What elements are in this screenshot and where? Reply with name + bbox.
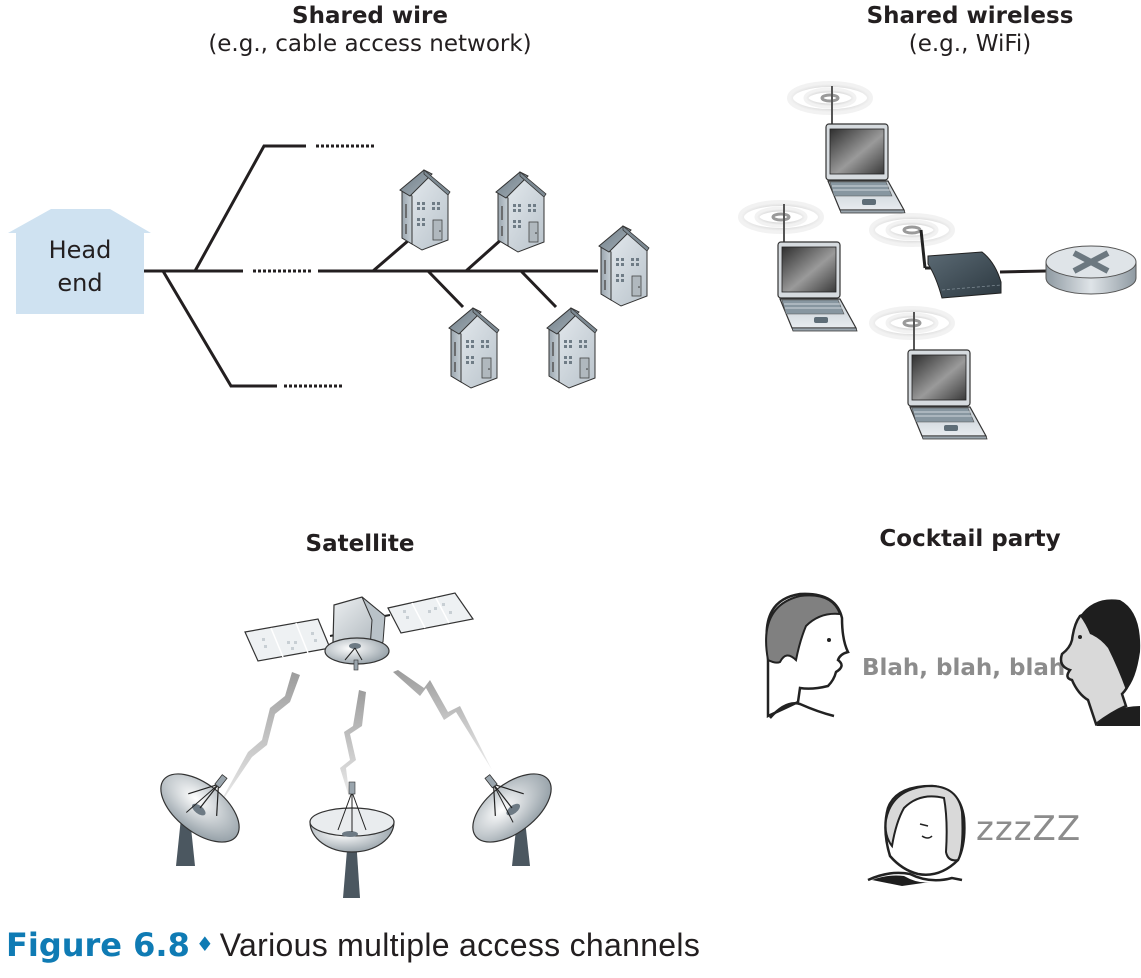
house-icon [495, 171, 547, 253]
shared-wire-diagram: Head end [8, 144, 650, 389]
ground-dish-icon [309, 781, 395, 898]
figure-description: Various multiple access channels [219, 927, 701, 963]
head-end-label-line2: end [57, 269, 102, 297]
signal-bolt-icon [216, 672, 300, 810]
ground-dish-icon [450, 747, 564, 866]
snore-text: zzzZZ [976, 809, 1081, 849]
router-icon [1045, 245, 1137, 295]
ground-dish-icon [148, 747, 262, 866]
wifi-signal-icon [790, 84, 870, 112]
shared-wireless-title: Shared wireless [866, 3, 1074, 29]
cocktail-party-diagram: Blah, blah, blah zzzZZ [765, 592, 1141, 886]
person-sleeping-icon [867, 784, 966, 886]
shared-wireless-subtitle: (e.g., WiFi) [908, 31, 1032, 57]
house-icon [598, 225, 650, 307]
diamond-separator-icon: ♦ [195, 932, 214, 956]
wifi-signal-icon [741, 203, 821, 231]
head-end-box [8, 209, 151, 314]
ap-router-link [999, 269, 1047, 274]
satellite-diagram [148, 592, 564, 898]
house-icon [448, 307, 500, 389]
speech-text: Blah, blah, blah [862, 655, 1065, 681]
wifi-signal-icon [872, 309, 952, 337]
person-talking-icon [1059, 599, 1141, 727]
shared-wire-subtitle: (e.g., cable access network) [208, 31, 532, 57]
satellite-icon [244, 592, 475, 671]
shared-wireless-diagram [741, 84, 1137, 440]
shared-wire-title: Shared wire [292, 3, 448, 29]
continuation-dots [253, 144, 374, 388]
person-talking-icon [765, 592, 850, 719]
diagram-canvas: Head end [8, 0, 1141, 898]
figure-label: Figure 6.8 [6, 926, 190, 964]
access-point-icon [919, 229, 1002, 299]
cable-lines [144, 144, 598, 388]
signal-bolt-icon [340, 690, 366, 800]
head-end-label-line1: Head [49, 236, 112, 264]
house-icon [546, 307, 598, 389]
wifi-signal-icon [872, 216, 952, 244]
house-icon [399, 169, 451, 251]
figure-caption: Figure 6.8♦Various multiple access chann… [6, 924, 700, 965]
signal-bolt-icon [393, 670, 492, 770]
satellite-title: Satellite [305, 531, 415, 557]
cocktail-party-title: Cocktail party [879, 526, 1061, 552]
